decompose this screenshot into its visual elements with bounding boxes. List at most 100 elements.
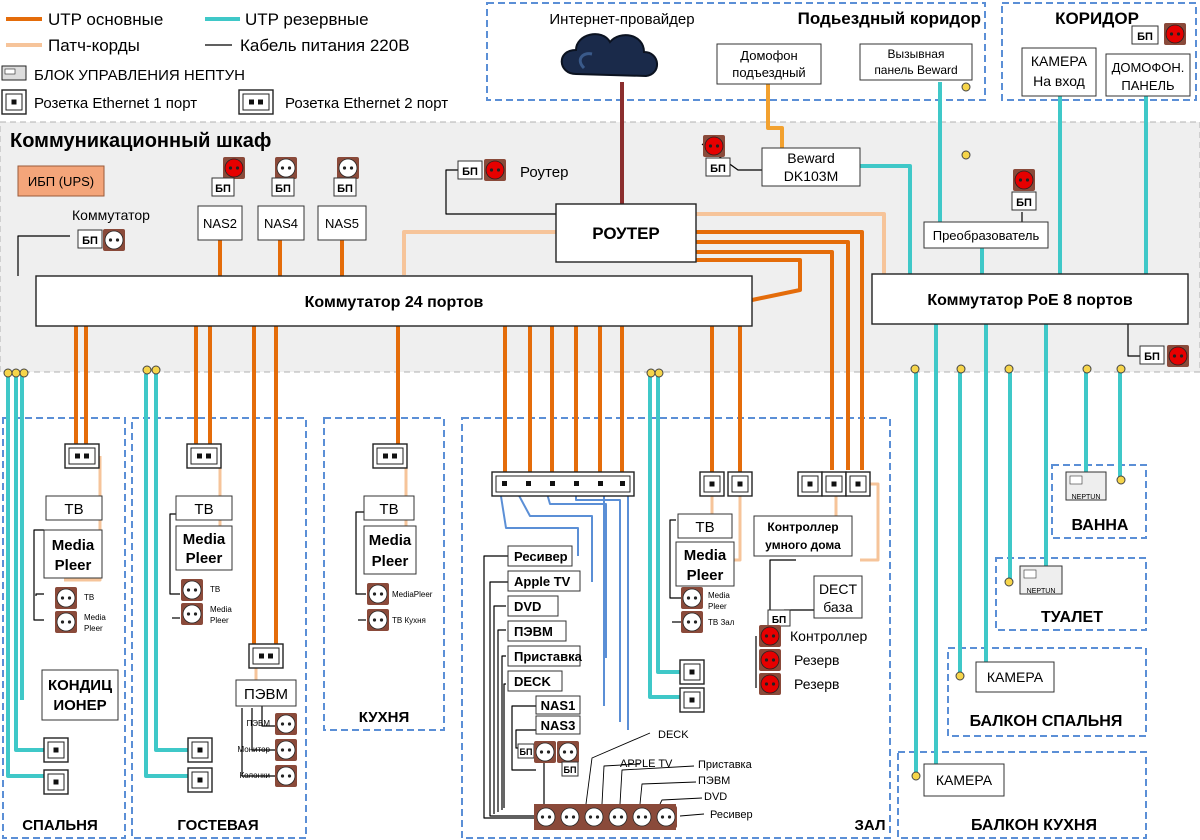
- power-outlet-icon: [534, 805, 558, 829]
- hall-title: ЗАЛ: [855, 817, 886, 834]
- hall-psu-label-2: БП: [564, 765, 577, 775]
- door-panel-label-1: ДОМОФОН.: [1112, 60, 1185, 75]
- power-strip-label: DVD: [704, 791, 727, 803]
- converter-label: Преобразователь: [933, 228, 1040, 243]
- hall-device-box: [507, 645, 581, 667]
- beward-dk103m-label-1: Beward: [787, 150, 834, 166]
- nas1-label: NAS1: [541, 698, 576, 713]
- power-outlet-icon: [680, 586, 704, 610]
- internet-cloud-icon: [560, 33, 658, 78]
- power-outlet-icon: [180, 578, 204, 602]
- legend: UTP основные UTP резервные Патч-корды Ка…: [1, 10, 448, 115]
- guest-outlet-media-label-2: Pleer: [210, 616, 229, 625]
- guest-outlet-monitor-label: Монитор: [237, 745, 270, 754]
- internet-provider-label: Интернет-провайдер: [549, 11, 694, 28]
- ethernet-1port-icon: [187, 767, 213, 793]
- hall-psu-label-1: БП: [520, 747, 533, 757]
- power-outlet-icon: [483, 158, 507, 182]
- legend-utp-main: UTP основные: [48, 10, 163, 29]
- beward-psu-box: [705, 157, 731, 177]
- bedroom-media-box: [43, 529, 103, 579]
- beward-panel-label-2: панель Beward: [874, 63, 957, 77]
- bathroom-title: ВАННА: [1072, 517, 1129, 534]
- balcony-kitchen-title: БАЛКОН КУХНЯ: [971, 817, 1097, 834]
- hall-zone: [461, 417, 891, 839]
- air-conditioner-box: [41, 669, 119, 721]
- kitchen-media-label-1: Media: [369, 532, 412, 549]
- ethernet-1port-icon: [727, 471, 753, 497]
- balcony-kitchen-camera-box: [923, 763, 1005, 797]
- hall-outlet-controller-label: Контроллер: [790, 628, 867, 644]
- balcony-kitchen-zone: [897, 751, 1147, 839]
- hall-tv-label: ТВ: [695, 519, 714, 536]
- nas4-label: NAS4: [264, 216, 298, 231]
- hall-device-label: Apple TV: [514, 574, 571, 589]
- power-outlet-icon: [680, 610, 704, 634]
- power-outlet-icon: [758, 672, 782, 696]
- bathroom-neptun-label: NEPTUN: [1072, 494, 1101, 501]
- router-label: РОУТЕР: [592, 224, 660, 243]
- door-panel-label-2: ПАНЕЛЬ: [1121, 78, 1174, 93]
- camera-entry-label-2: На вход: [1033, 73, 1085, 89]
- legend-power: Кабель питания 220В: [240, 36, 410, 55]
- guest-tv-box: [175, 495, 233, 521]
- hall-outlet-reserve1-label: Резерв: [794, 652, 839, 668]
- legend-utp-backup: UTP резервные: [245, 10, 369, 29]
- beward-dk103m-label-2: DK103M: [784, 168, 838, 184]
- neptun-unit-icon: [1, 65, 27, 81]
- power-strip-label: Ресивер: [710, 809, 753, 821]
- power-outlet-icon: [1166, 344, 1190, 368]
- nas2-label: NAS2: [203, 216, 237, 231]
- power-outlet-icon: [654, 805, 678, 829]
- ups-box: [17, 165, 105, 197]
- ethernet-1port-icon: [43, 769, 69, 795]
- hall-media-label-1: Media: [684, 547, 727, 564]
- bedroom-tv-box: [45, 495, 103, 521]
- corridor-zone: [1001, 2, 1197, 101]
- kitchen-outlet-media-label: MediaPleer: [392, 590, 433, 599]
- switch-poe-label: Коммутатор PoE 8 портов: [927, 292, 1133, 309]
- intercom-label-1: Домофон: [740, 48, 797, 63]
- eth2-icon: [238, 89, 274, 115]
- ethernet-1port-icon: [845, 471, 871, 497]
- switch-caption: Коммутатор: [72, 207, 150, 223]
- hall-ethernet-panel: [491, 471, 635, 497]
- switch-24-label: Коммутатор 24 портов: [305, 294, 484, 311]
- power-outlet-icon: [274, 156, 298, 180]
- guest-outlet-media-label-1: Media: [210, 605, 232, 614]
- converter-box: [923, 221, 1049, 249]
- hall-device-label: Приставка: [514, 649, 583, 664]
- router-box: [555, 203, 697, 263]
- nas5-label: NAS5: [325, 216, 359, 231]
- power-outlet-icon: [582, 805, 606, 829]
- power-outlet-icon: [558, 805, 582, 829]
- guest-outlet-tv-label: ТВ: [210, 585, 220, 594]
- switch-24-box: [35, 275, 753, 327]
- ethernet-1port-icon: [43, 737, 69, 763]
- toilet-zone: [995, 557, 1147, 631]
- hall-device-label: ПЭВМ: [514, 624, 553, 639]
- guest-tv-label: ТВ: [194, 501, 213, 518]
- corridor-psu-box: [1131, 25, 1159, 45]
- legend-eth1: Розетка Ethernet 1 порт: [34, 95, 197, 112]
- bedroom-outlet-tv-label: ТВ: [84, 593, 94, 602]
- neptun-unit-icon: [1065, 471, 1107, 501]
- beward-psu-label: БП: [710, 163, 726, 175]
- hallway-zone-title: Подьездный коридор: [798, 9, 981, 28]
- legend-patch: Патч-корды: [48, 36, 140, 55]
- bedroom-media-label-1: Media: [52, 537, 95, 554]
- ethernet-2port-icon: [186, 443, 222, 469]
- door-panel-box: [1105, 53, 1191, 97]
- hall-device-label: Ресивер: [514, 549, 568, 564]
- nas2-psu-label: БП: [215, 183, 231, 195]
- power-strip-label: DECK: [658, 729, 689, 741]
- power-outlet-icon: [54, 586, 78, 610]
- poe-psu-label: БП: [1144, 351, 1160, 363]
- power-outlet-icon: [366, 582, 390, 606]
- kitchen-title: КУХНЯ: [359, 709, 409, 726]
- bedroom-title: СПАЛЬНЯ: [22, 817, 98, 834]
- switch-psu-label: БП: [82, 235, 98, 247]
- hall-device-label: DECK: [514, 674, 551, 689]
- power-strip-label: APPLE TV: [620, 758, 673, 770]
